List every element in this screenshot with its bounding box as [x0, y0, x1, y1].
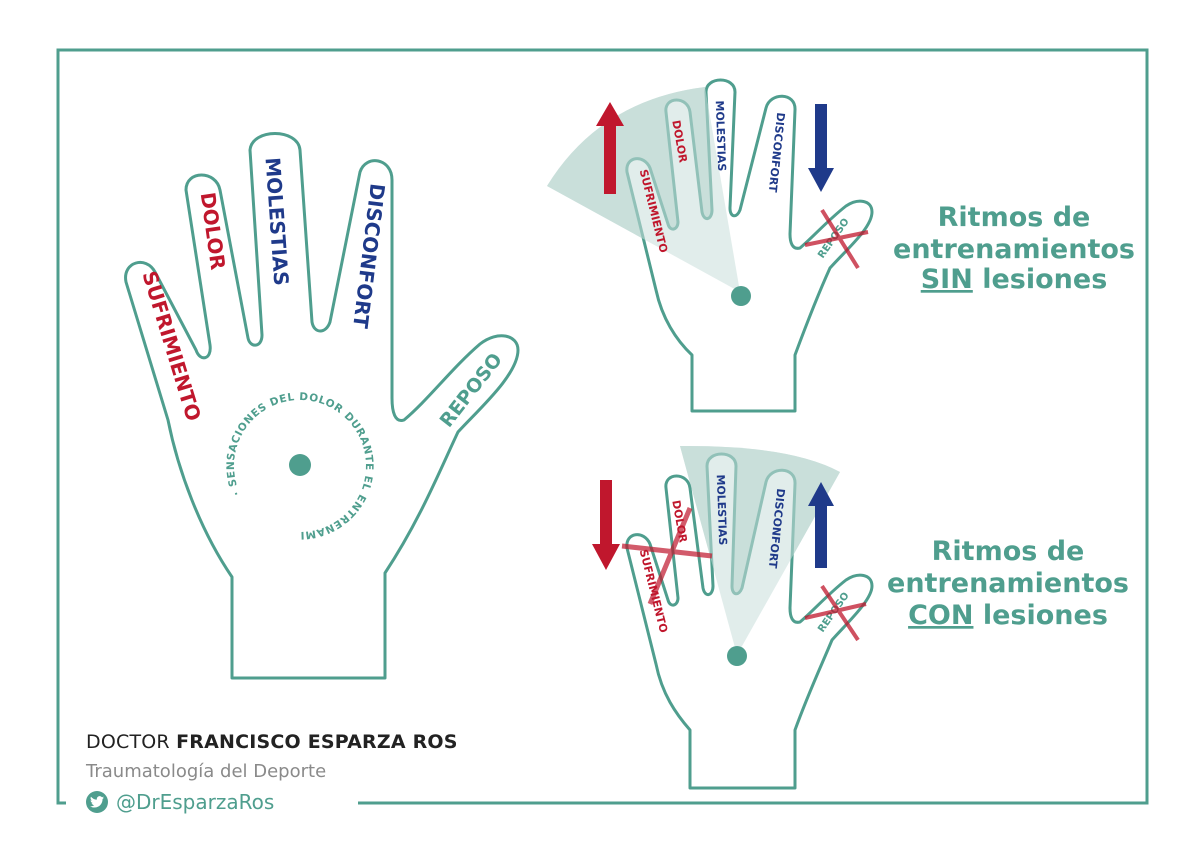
author-specialty: Traumatología del Deporte [86, 761, 327, 782]
con-fingers-cross-icon [621, 507, 713, 605]
con-title-rest: lesiones [983, 600, 1108, 631]
con-title-keyword: CON [908, 600, 973, 631]
main-palm-center-dot [289, 454, 311, 476]
con-title-line2: entrenamientos [887, 568, 1129, 599]
sin-palm-center-dot [731, 286, 751, 306]
con-arrow-up-icon [808, 482, 834, 568]
sin-title-keyword: SIN [921, 264, 973, 295]
sin-title-line2: entrenamientos [893, 234, 1135, 265]
sin-arrow-down-icon [808, 104, 834, 192]
twitter-bird-glyph [90, 796, 104, 808]
twitter-handle-row[interactable]: @DrEsparzaRos [86, 788, 274, 816]
panel-sin: SUFRIMIENTO DOLOR MOLESTIAS DISCONFORT R… [547, 78, 1135, 413]
sin-arrow-up-icon [596, 102, 624, 194]
con-range-fan-overlay [680, 445, 840, 655]
sin-title-line1: Ritmos de [938, 202, 1091, 233]
sin-finger-label-molestias: MOLESTIAS [713, 100, 728, 171]
main-hand-outline [124, 132, 520, 680]
twitter-bird-icon [86, 791, 108, 813]
author-prefix: DOCTOR [86, 731, 170, 753]
author-credit: DOCTOR FRANCISCO ESPARZA ROS [86, 731, 458, 753]
con-title-line1: Ritmos de [932, 536, 1085, 567]
sin-reposo-cross-icon [804, 208, 869, 270]
con-title-line3: CON lesiones [908, 600, 1108, 631]
sin-title-line3: SIN lesiones [921, 264, 1108, 295]
twitter-handle[interactable]: @DrEsparzaRos [116, 790, 275, 814]
con-palm-center-dot [727, 646, 747, 666]
frame-border [56, 48, 1149, 805]
con-reposo-cross-icon [804, 584, 867, 642]
con-finger-label-molestias: MOLESTIAS [714, 474, 729, 545]
sin-range-fan-overlay [547, 87, 740, 292]
author-name: FRANCISCO ESPARZA ROS [176, 731, 458, 753]
panel-con: SUFRIMIENTO DOLOR MOLESTIAS DISCONFORT R… [592, 445, 1129, 790]
sin-title-rest: lesiones [982, 264, 1107, 295]
con-arrow-down-icon [592, 480, 620, 570]
main-hand: SUFRIMIENTO DOLOR MOLESTIAS DISCONFORT R… [0, 0, 520, 680]
